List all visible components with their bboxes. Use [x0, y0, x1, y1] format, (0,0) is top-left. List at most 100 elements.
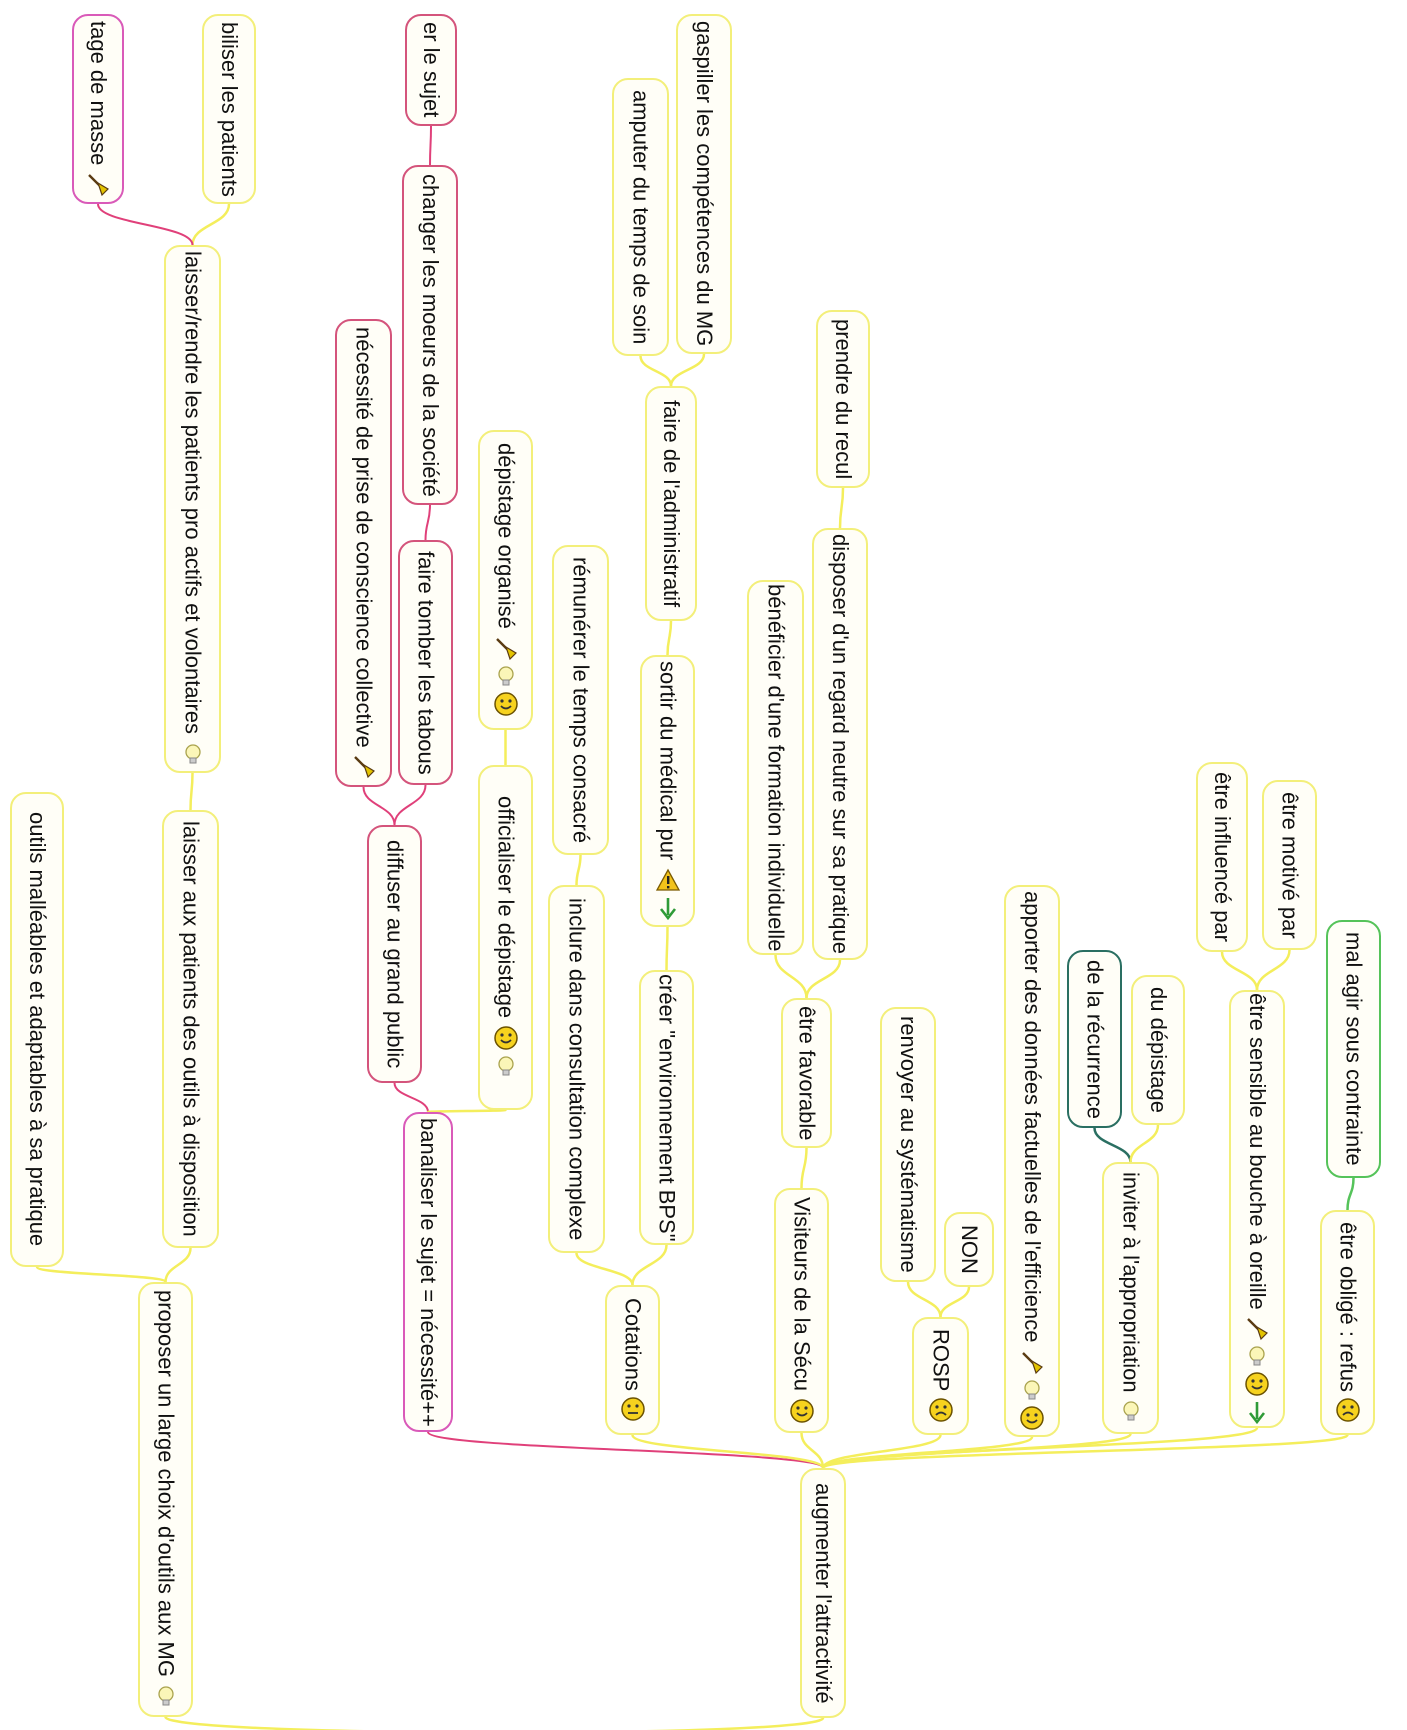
- node-icons: [351, 753, 377, 779]
- node-icons: [620, 1396, 646, 1422]
- node-sortir-medical[interactable]: sortir du médical pur: [640, 655, 695, 927]
- connector-laisser-outils-to-proposer: [164, 1247, 192, 1283]
- node-root[interactable]: augmenter l'attractivité: [800, 1468, 846, 1718]
- node-prendre-recul[interactable]: prendre du recul: [816, 310, 870, 488]
- broom-icon: [353, 756, 375, 779]
- node-proposer[interactable]: proposer un large choix d'outils aux MG: [138, 1282, 193, 1717]
- node-label: être influencé par: [1210, 772, 1235, 942]
- node-icons: [789, 1398, 815, 1424]
- connector-visiteurs-to-root: [800, 1432, 825, 1469]
- node-du-depistage[interactable]: du dépistage: [1131, 975, 1185, 1125]
- node-label: prendre du recul: [831, 318, 856, 480]
- bulb-icon: [1024, 1380, 1040, 1400]
- node-depistage-organise[interactable]: dépistage organisé: [478, 430, 533, 730]
- node-inviter[interactable]: inviter à l'appropriation: [1102, 1162, 1159, 1434]
- arrow-down-icon: [659, 897, 676, 920]
- bulb-icon: [497, 666, 514, 686]
- node-cotations[interactable]: Cotations: [605, 1285, 660, 1435]
- connector-beneficier-to-etre-favorable: [774, 954, 808, 999]
- node-label: officialiser le dépistage: [493, 796, 519, 1019]
- connector-diffuser-to-banaliser: [393, 1082, 429, 1113]
- node-laisser-rendre[interactable]: laisser/rendre les patients pro actifs e…: [164, 245, 221, 773]
- node-biliser[interactable]: biliser les patients: [202, 14, 256, 204]
- connector-cotations-to-root: [631, 1433, 825, 1470]
- node-etre-favorable[interactable]: être favorable: [781, 998, 832, 1148]
- node-banaliser[interactable]: banaliser le sujet = nécessité++: [403, 1112, 453, 1432]
- node-label: faire tomber les tabous: [413, 550, 439, 775]
- node-label: changer les moeurs de la société: [418, 173, 443, 497]
- node-label: er le sujet: [419, 22, 444, 118]
- connector-creer-env-to-cotations: [631, 1244, 668, 1286]
- node-officialiser[interactable]: officialiser le dépistage: [478, 765, 533, 1110]
- node-faire-admin[interactable]: faire de l'administratif: [645, 386, 697, 621]
- node-label: mal agir sous contrainte: [1341, 932, 1367, 1166]
- bulb-icon: [1122, 1401, 1139, 1421]
- node-icons: [1019, 1349, 1045, 1431]
- node-label: faire de l'administratif: [659, 399, 684, 608]
- node-icons: [493, 635, 519, 717]
- node-de-la-recurrence[interactable]: de la récurrence: [1067, 950, 1122, 1128]
- connector-prendre-recul-to-disposer: [838, 487, 845, 529]
- node-renvoyer[interactable]: renvoyer au systématisme: [880, 1007, 936, 1282]
- node-label: renvoyer au systématisme: [896, 1016, 921, 1273]
- node-etre-sensible[interactable]: être sensible au bouche à oreille: [1229, 990, 1285, 1428]
- node-label: amputer du temps de soin: [628, 89, 654, 345]
- node-label: bénéficier d'une formation individuelle: [763, 583, 789, 952]
- smiley-happy-icon: [493, 1025, 518, 1050]
- node-beneficier[interactable]: bénéficier d'une formation individuelle: [747, 580, 804, 955]
- connector-faire-admin-to-sortir-medical: [666, 620, 673, 656]
- broom-icon: [88, 174, 109, 197]
- connector-du-depistage-to-inviter: [1129, 1124, 1160, 1163]
- node-apporter[interactable]: apporter des données factuelles de l'eff…: [1004, 885, 1060, 1437]
- node-non[interactable]: NON: [944, 1212, 994, 1287]
- node-icons: [1118, 1398, 1144, 1424]
- node-remunerer[interactable]: rémunérer le temps consacré: [552, 545, 609, 855]
- node-label: dépistage organisé: [493, 443, 519, 629]
- node-label: apporter des données factuelles de l'eff…: [1020, 891, 1045, 1343]
- connector-changer-moeurs-to-faire-tomber: [424, 504, 431, 541]
- node-diffuser[interactable]: diffuser au grand public: [367, 825, 422, 1083]
- bulb-icon: [157, 1686, 174, 1706]
- node-label: tage de masse: [86, 20, 111, 166]
- node-inclure[interactable]: inclure dans consultation complexe: [548, 885, 605, 1253]
- node-label: être motivé par: [1277, 791, 1303, 939]
- node-label: être favorable: [794, 1005, 820, 1141]
- node-label: proposer un large choix d'outils aux MG: [153, 1290, 179, 1677]
- node-faire-tomber[interactable]: faire tomber les tabous: [398, 540, 453, 785]
- node-influence[interactable]: être influencé par: [1196, 762, 1248, 952]
- node-label: du dépistage: [1146, 987, 1171, 1113]
- connector-biliser-to-laisser-rendre: [191, 203, 231, 246]
- node-oblige[interactable]: être obligé : refus: [1320, 1210, 1375, 1435]
- node-label: créer "environnement BPS": [654, 973, 680, 1242]
- node-er-le-sujet[interactable]: er le sujet: [405, 14, 457, 126]
- node-laisser-outils[interactable]: laisser aux patients des outils à dispos…: [162, 810, 219, 1248]
- connector-disposer-to-etre-favorable: [805, 959, 842, 999]
- smiley-sad-icon: [1335, 1398, 1360, 1423]
- node-mal-agir[interactable]: mal agir sous contrainte: [1326, 920, 1381, 1178]
- node-disposer[interactable]: disposer d'un regard neutre sur sa prati…: [812, 528, 868, 960]
- broom-icon: [1247, 1318, 1268, 1341]
- node-outils[interactable]: outils malléables et adaptables à sa pra…: [10, 792, 64, 1267]
- node-motive[interactable]: être motivé par: [1262, 780, 1317, 950]
- node-rosp[interactable]: ROSP: [912, 1317, 969, 1435]
- node-icons: [153, 1683, 179, 1709]
- node-gaspiller[interactable]: gaspiller les compétences du MG: [676, 14, 732, 354]
- connector-outils-to-proposer: [35, 1265, 167, 1284]
- node-label: augmenter l'attractivité: [811, 1482, 836, 1704]
- connector-inclure-to-cotations: [575, 1252, 634, 1286]
- connector-proposer-to-root: [164, 1715, 825, 1730]
- node-necessite-prise[interactable]: nécessité de prise de conscience collect…: [335, 319, 392, 787]
- node-visiteurs[interactable]: Visiteurs de la Sécu: [774, 1188, 829, 1433]
- node-label: inviter à l'appropriation: [1118, 1171, 1144, 1393]
- node-label: inclure dans consultation complexe: [564, 897, 590, 1241]
- node-amputer[interactable]: amputer du temps de soin: [612, 78, 669, 356]
- node-creer-env[interactable]: créer "environnement BPS": [639, 970, 694, 1245]
- connector-tage-masse-to-laisser-rendre: [97, 203, 194, 246]
- node-label: laisser aux patients des outils à dispos…: [178, 821, 204, 1237]
- node-changer-moeurs[interactable]: changer les moeurs de la société: [402, 165, 458, 505]
- node-tage-masse[interactable]: tage de masse: [72, 14, 124, 204]
- node-label: biliser les patients: [217, 21, 242, 197]
- connector-non-to-rosp: [939, 1286, 971, 1318]
